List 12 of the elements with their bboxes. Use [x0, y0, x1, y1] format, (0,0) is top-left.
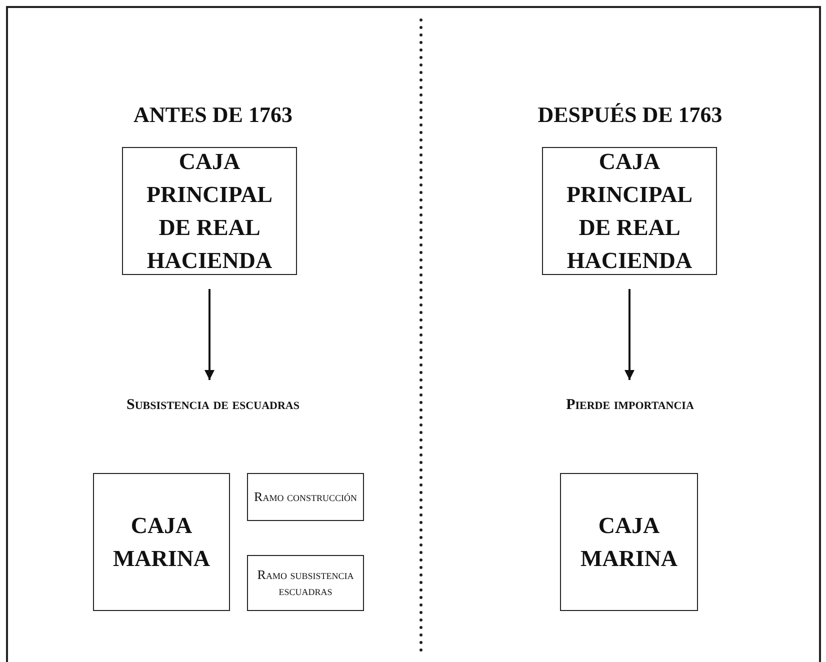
text-box: Ramo construcción	[247, 473, 364, 521]
flow-label: Subsistencia de escuadras	[83, 392, 343, 418]
text-box: CAJA MARINA	[560, 473, 698, 611]
text-box: CAJA PRINCIPAL DE REAL HACIENDA	[542, 147, 717, 275]
text-box: CAJA MARINA	[93, 473, 230, 611]
section-heading: ANTES DE 1763	[132, 101, 294, 129]
section-heading: DESPUÉS DE 1763	[536, 101, 724, 129]
text-box: Ramo subsistencia escuadras	[247, 555, 364, 611]
arrow	[624, 289, 634, 380]
text-box: CAJA PRINCIPAL DE REAL HACIENDA	[122, 147, 297, 275]
arrow	[204, 289, 214, 380]
flow-label: Pierde importancia	[500, 392, 760, 418]
